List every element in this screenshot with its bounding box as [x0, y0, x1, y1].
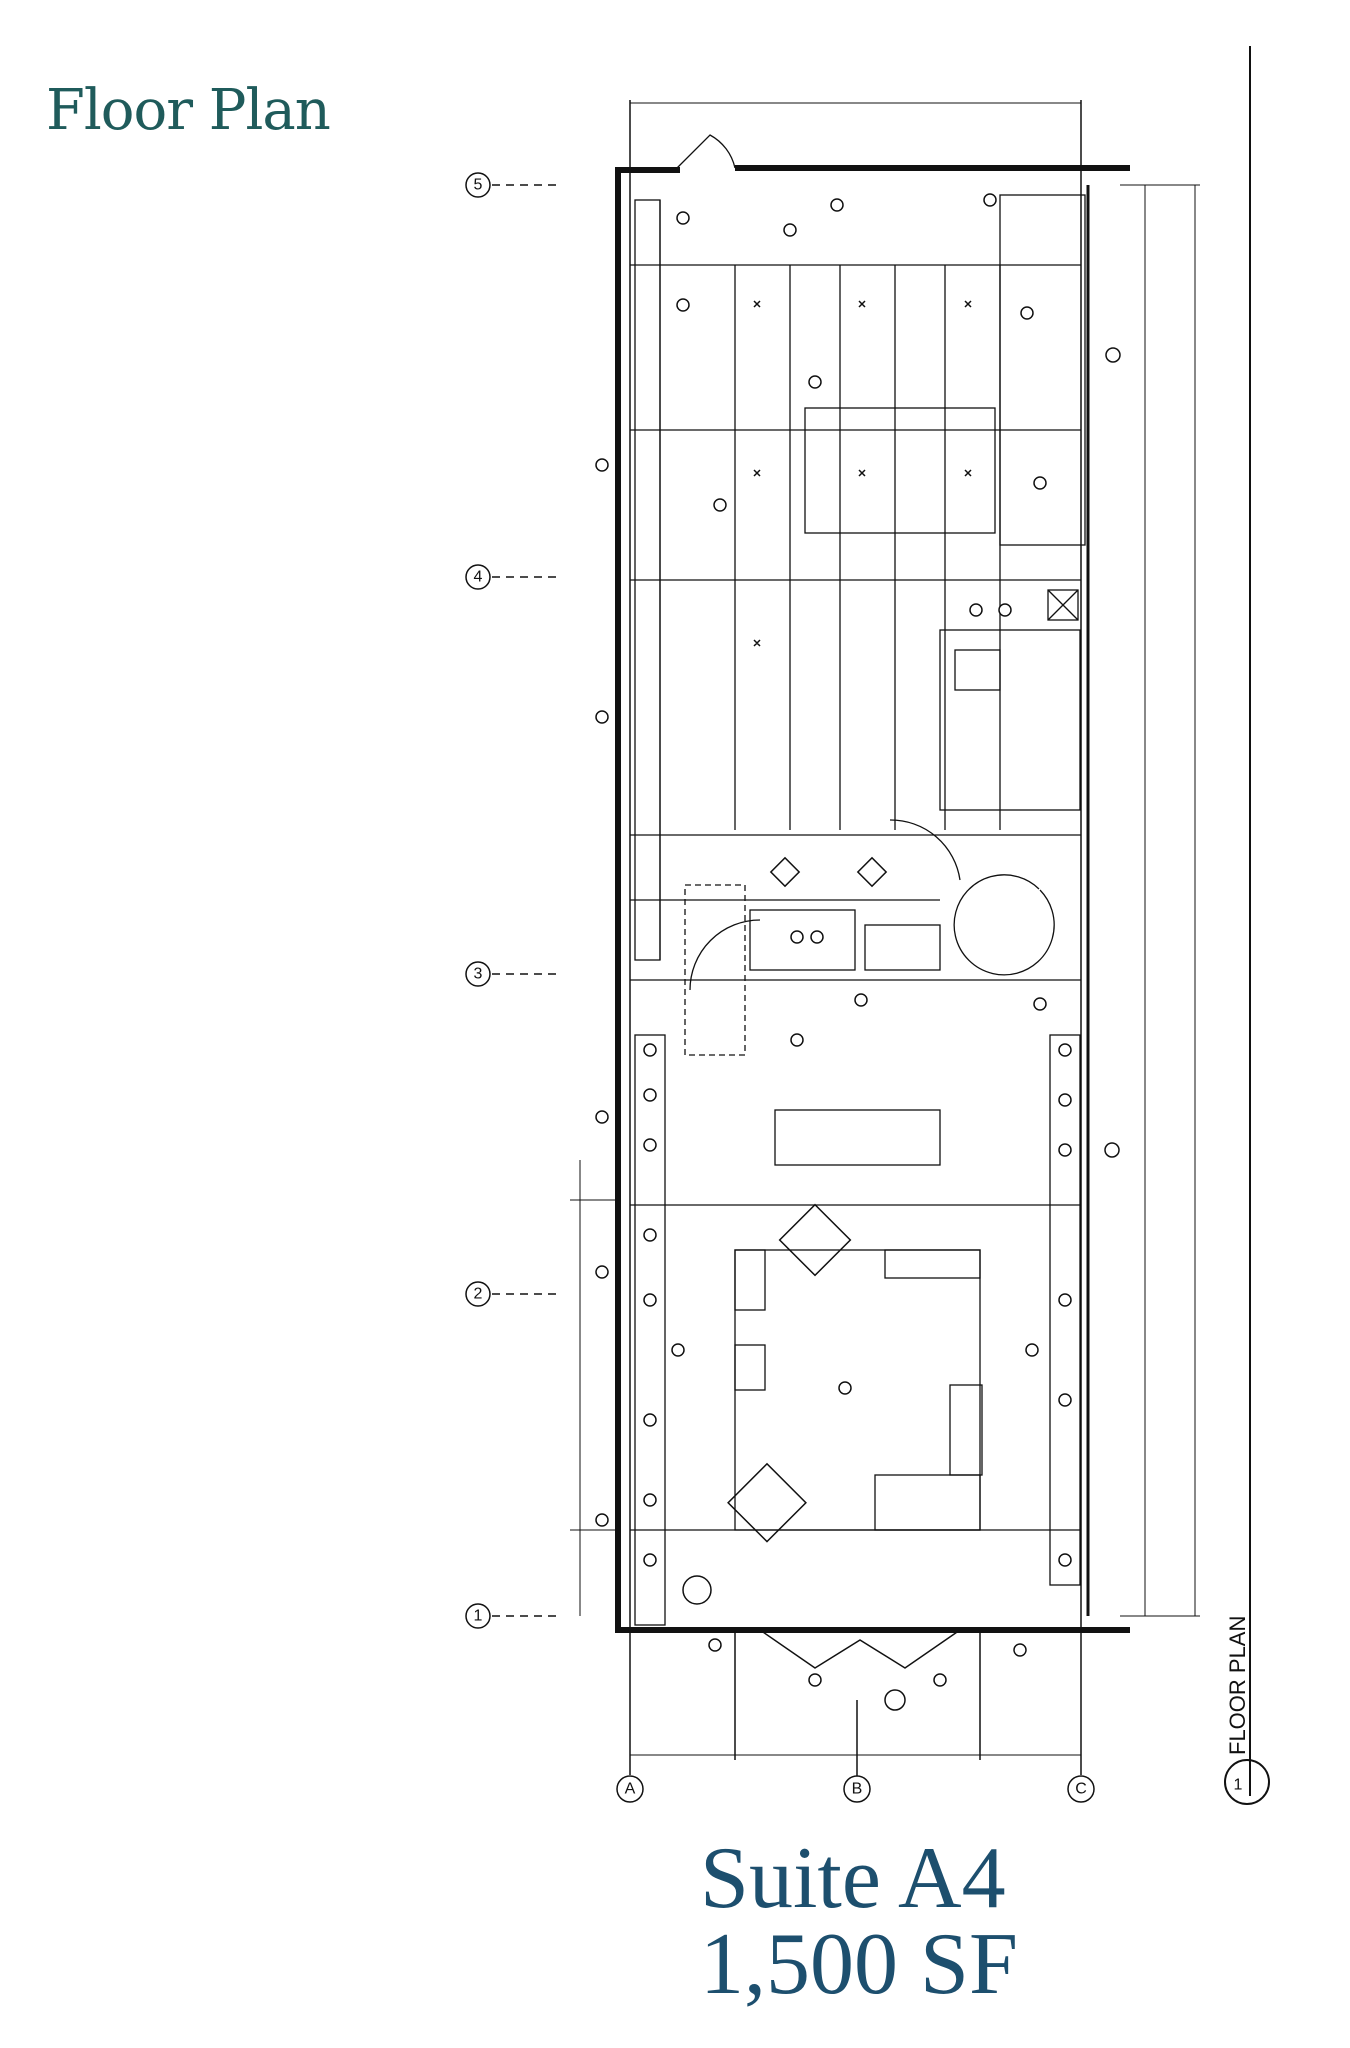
fixtures	[727, 856, 888, 1543]
svg-text:1: 1	[474, 1608, 483, 1625]
interior-walls	[630, 134, 1086, 1626]
exterior-walls	[615, 165, 1130, 1633]
suite-area: 1,500 SF	[700, 1916, 1018, 2013]
svg-text:1: 1	[1234, 1777, 1243, 1794]
svg-text:2: 2	[474, 1286, 483, 1303]
svg-text:B: B	[852, 1781, 863, 1798]
suite-info: Suite A4 1,500 SF	[700, 1830, 1030, 2013]
svg-text:C: C	[1075, 1781, 1087, 1798]
grid-marker-row: 3	[465, 961, 560, 987]
grid-marker-row: 2	[465, 1281, 560, 1307]
storefront-entrance	[734, 1629, 981, 1760]
page-title: Floor Plan	[46, 78, 331, 143]
svg-text:4: 4	[474, 569, 483, 586]
dimension-lines	[570, 102, 1200, 1756]
grid-marker-column: B	[843, 1700, 871, 1803]
grid-marker-column: C	[1067, 1775, 1095, 1803]
grid-marker-row: 5	[465, 172, 560, 198]
grid-marker-row: 1	[465, 1603, 560, 1629]
svg-text:3: 3	[474, 966, 483, 983]
row-grid-markers: 5 4 3 2 1	[465, 172, 560, 1629]
ceiling-x-marks	[753, 300, 972, 647]
column-grid-markers: A B C	[616, 100, 1095, 1803]
svg-text:A: A	[625, 1781, 636, 1798]
svg-text:5: 5	[474, 177, 483, 194]
drawing-title-block: 1 FLOOR PLAN	[1224, 1616, 1270, 1805]
grid-marker-row: 4	[465, 564, 560, 590]
grid-marker-column: A	[616, 1775, 644, 1803]
svg-text:FLOOR PLAN: FLOOR PLAN	[1225, 1616, 1250, 1755]
suite-name: Suite A4	[700, 1830, 1006, 1927]
light-fixtures	[595, 193, 1121, 1711]
